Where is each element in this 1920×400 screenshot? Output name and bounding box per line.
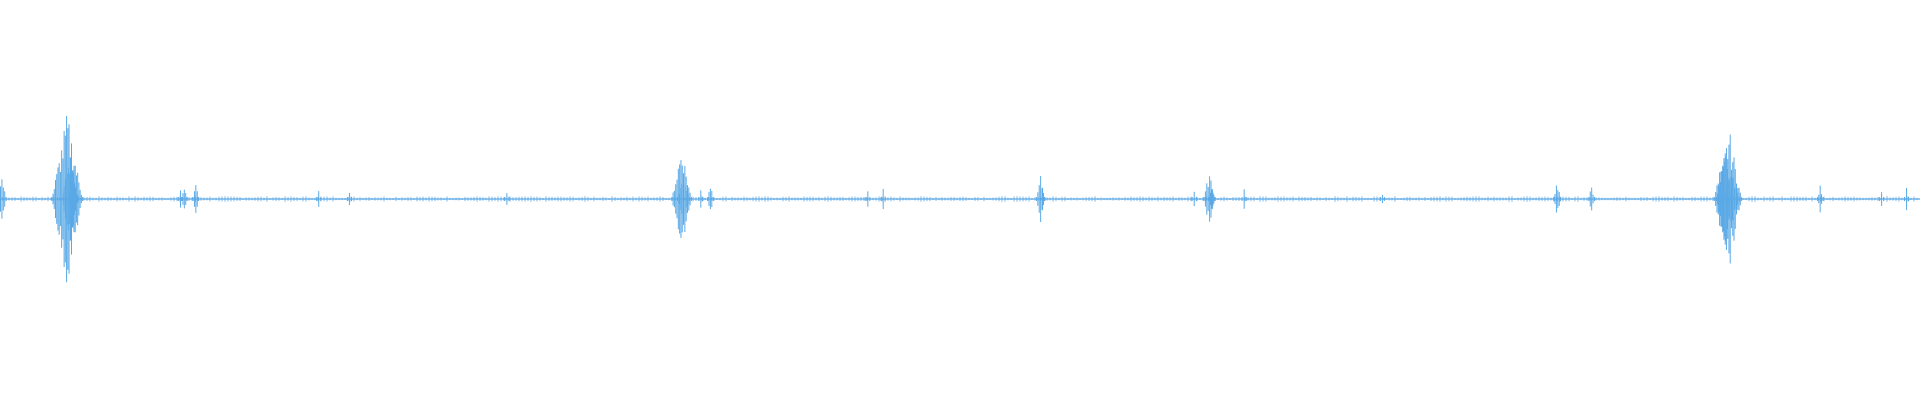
waveform-spikes	[0, 115, 1918, 283]
